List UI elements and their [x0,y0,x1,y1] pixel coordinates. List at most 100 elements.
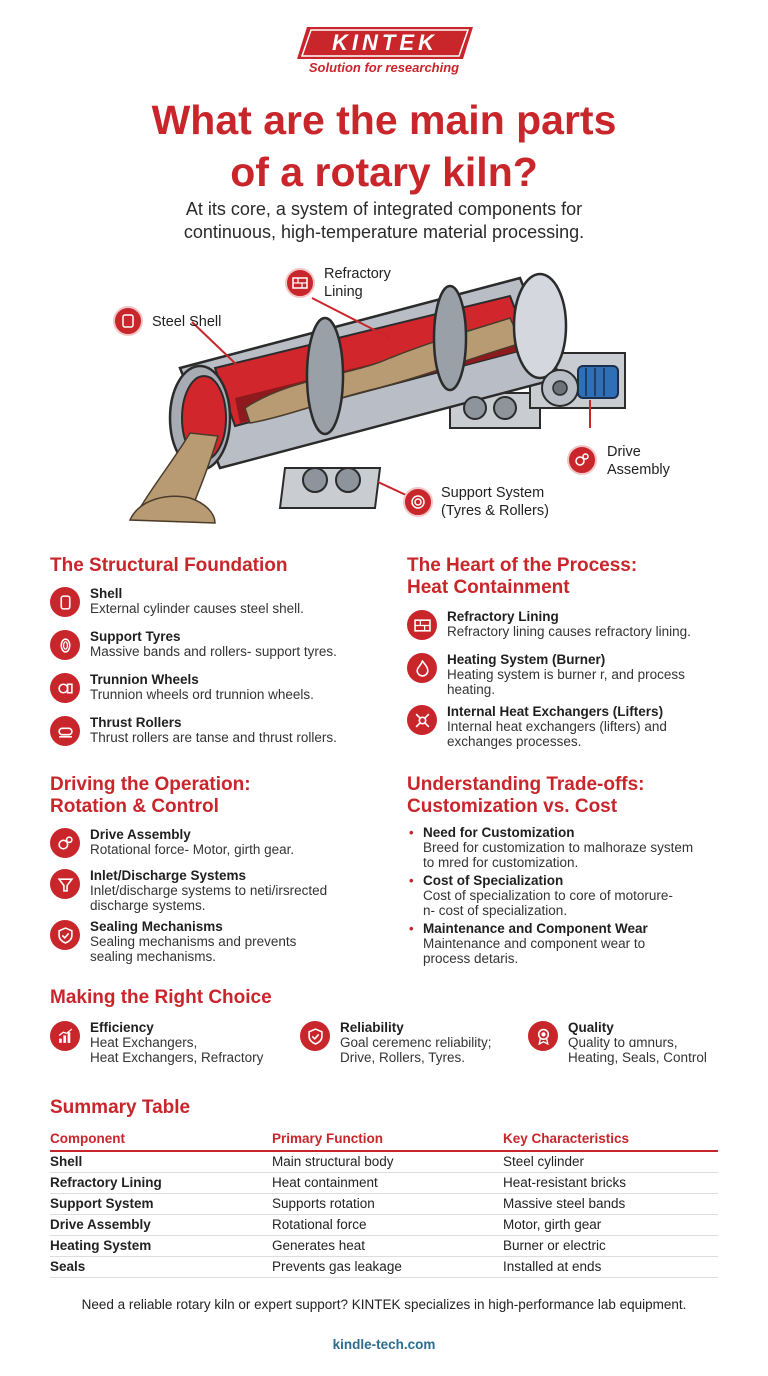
refractory-lining-badge [285,268,315,298]
logo-text: KINTEK [332,30,438,55]
flame-icon [407,653,437,683]
item-title: Heating System (Burner) [447,652,606,667]
item-desc: External cylinder causes steel shell. [90,601,304,616]
heading-line: Rotation & Control [50,796,219,817]
subtitle-line-2: continuous, high-temperature material pr… [183,222,585,242]
callout-text: Refractory [324,266,391,282]
table-cell: Main structural body [272,1151,503,1173]
callout-support-system: Support System (Tyres & Rollers) [441,484,549,520]
callout-text: Support System [441,485,545,501]
item-desc: heating. [447,682,496,697]
item-desc: Quality to ɑmnurs, [568,1035,678,1050]
table-cell: Refractory Lining [50,1172,272,1194]
chart-icon [50,1021,80,1051]
gears-icon [50,828,80,858]
exchanger-icon [407,705,437,735]
title-line-1: What are the main parts [151,97,617,143]
support-system-badge [403,487,433,517]
funnel-icon [50,869,80,899]
item-desc: Refractory lining causes refractory lini… [447,624,691,639]
item-desc: to mred for customization. [423,855,579,870]
footer-text: Need a reliable rotary kiln or expert su… [81,1297,687,1312]
brand-logo: KINTEK [297,27,473,59]
item-title: Shell [90,586,123,601]
table-cell: Support System [50,1193,272,1215]
item-title: Sealing Mechanisms [90,919,223,934]
item-title: Cost of Specialization [423,873,564,888]
heading-line: Driving the Operation: [50,774,251,795]
website-link[interactable]: kindle-tech.com [332,1337,436,1352]
table-cell: Rotational force [272,1214,503,1236]
item-title: Refractory Lining [447,609,559,624]
subtitle-line-1: At its core, a system of integrated comp… [185,199,583,219]
item-desc: Maintenance and component wear to [423,936,646,951]
item-title: Maintenance and Component Wear [423,921,648,936]
item-title: Trunnion Wheels [90,672,199,687]
heading-line: The Heart of the Process: [407,555,638,576]
check-shield-icon [300,1021,330,1051]
structural-heading: The Structural Foundation [50,555,288,576]
table-cell: Motor, girth gear [503,1214,718,1236]
column-header: Key Characteristics [503,1127,718,1152]
callout-text: Drive [607,444,641,460]
heading-line: Understanding Trade-offs: [407,774,645,795]
callout-text: Assembly [607,462,670,478]
item-desc: Massive bands and rollers- support tyres… [90,644,337,659]
drive-assembly-badge [567,445,597,475]
item-desc: discharge systems. [90,898,206,913]
callout-drive-assembly: Drive Assembly [607,443,670,479]
table-cell: Prevents gas leakage [272,1256,503,1278]
callout-refractory-lining: Refractory Lining [324,265,391,301]
summary-heading: Summary Table [50,1097,191,1118]
item-desc: Heating system is burner r, and process [447,667,685,682]
item-desc: Breed for customization to malhoraze sys… [423,840,694,855]
steel-shell-badge [113,306,143,336]
item-desc: Heat Exchangers, Refractory [90,1050,264,1065]
item-desc: sealing mechanisms. [90,949,217,964]
item-desc: Sealing mechanisms and prevents [90,934,297,949]
heading-line: Customization vs. Cost [407,796,618,817]
item-title: Reliability [340,1020,404,1035]
item-desc: Inlet/discharge systems to neti/irsrecte… [90,883,328,898]
item-title: Support Tyres [90,629,181,644]
ring-icon [50,630,80,660]
item-desc: n- cost of specialization. [423,903,568,918]
bullet-dot: • [409,873,414,888]
item-desc: Thrust rollers are tanse and thrust roll… [90,730,337,745]
callout-text: Lining [324,284,363,300]
column-header: Component [50,1127,272,1152]
tradeoffs-heading: Understanding Trade-offs: Customization … [407,774,645,818]
list-item: Internal Heat Exchangers (Lifters)Intern… [407,704,752,756]
table-cell: Steel cylinder [503,1151,718,1173]
driving-heading: Driving the Operation: Rotation & Contro… [50,774,251,818]
item-desc: process detaris. [423,951,519,966]
cylinder-icon [50,587,80,617]
table-cell: Supports rotation [272,1193,503,1215]
item-title: Inlet/Discharge Systems [90,868,247,883]
heading-line: Heat Containment [407,577,570,598]
column-header: Primary Function [272,1127,503,1152]
item-title: Internal Heat Exchangers (Lifters) [447,704,664,719]
table-cell: Heat-resistant bricks [503,1172,718,1194]
table-cell: Generates heat [272,1235,503,1257]
shield-icon [50,920,80,950]
table-cell: Burner or electric [503,1235,718,1257]
title-line-2: of a rotary kiln? [230,149,538,195]
page-title: What are the main parts of a rotary kiln… [40,94,728,198]
table-cell: Seals [50,1256,272,1278]
table-cell: Installed at ends [503,1256,718,1278]
medal-icon [528,1021,558,1051]
